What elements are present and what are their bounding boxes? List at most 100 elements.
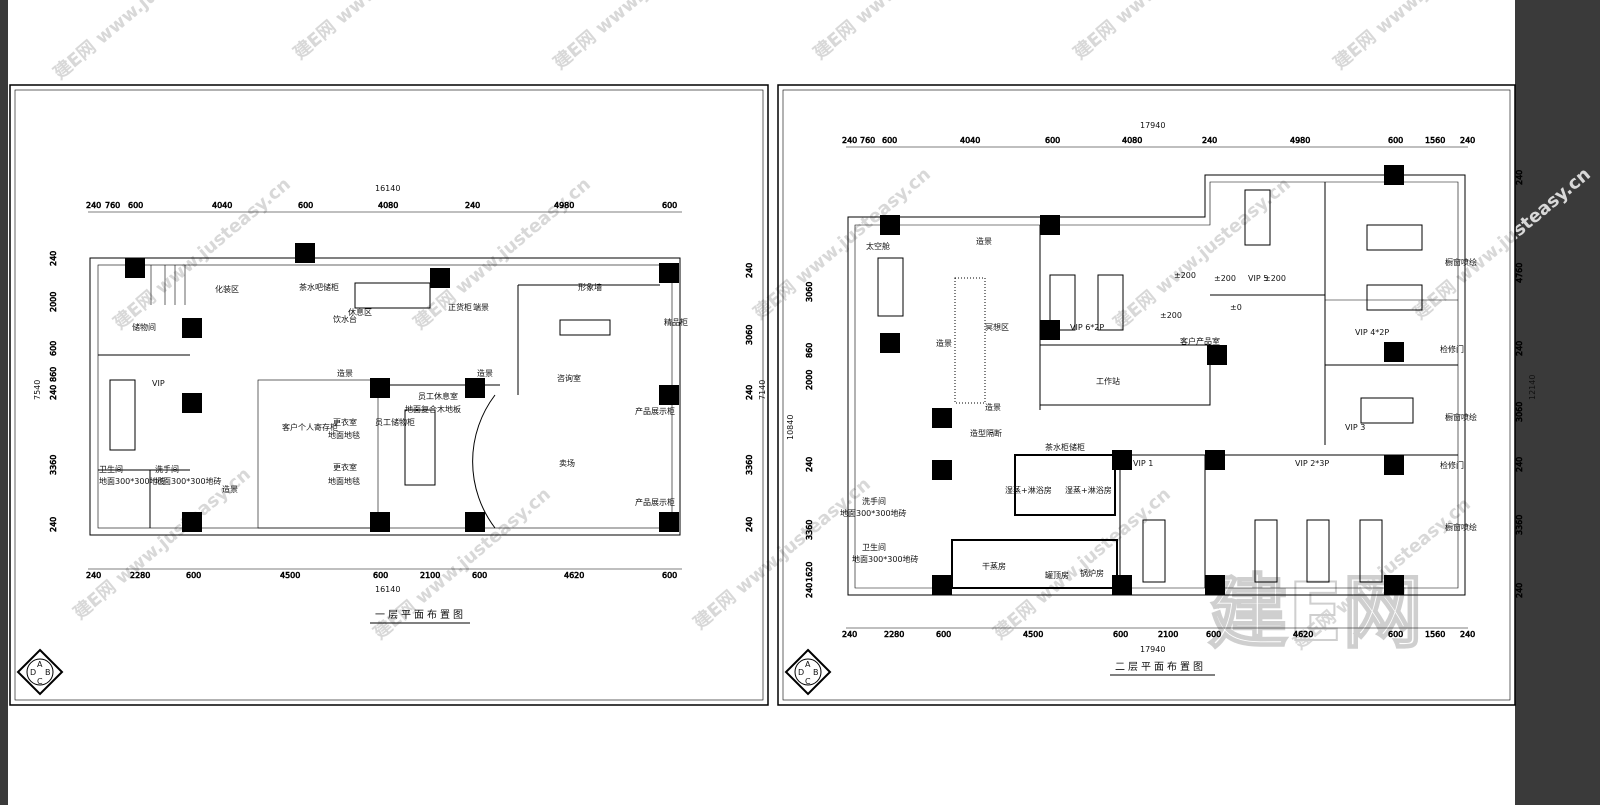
dimension-left: 2000 <box>49 292 58 312</box>
structural-column <box>1384 165 1404 185</box>
dimension-right: 4760 <box>1515 263 1524 283</box>
dimension-right: 3060 <box>745 325 754 345</box>
dimension-top: 600 <box>128 201 143 210</box>
room-label: 工作站 <box>1096 376 1120 386</box>
room-label: 茶水吧储柜 <box>299 282 339 292</box>
dimension-bottom: 600 <box>186 571 201 580</box>
room-label: 造景 <box>337 368 353 378</box>
dimension-bottom: 2100 <box>420 571 440 580</box>
room-label: ±200 <box>1160 311 1182 320</box>
dimension-right: 240 <box>1515 583 1524 598</box>
watermark-text: 建E网 www.justeasy.cn <box>549 0 735 74</box>
dimension-top: 240 <box>465 201 480 210</box>
room-label: 卫生间 <box>99 464 123 474</box>
plan1-total-bottom: 16140 <box>375 585 400 594</box>
room-label: ±200 <box>1174 271 1196 280</box>
sheet-inner-frame-left <box>14 89 764 701</box>
plan2-total-top: 17940 <box>1140 121 1165 130</box>
plan1-title: 一层平面布置图 <box>375 609 466 621</box>
room-label: 洗手间 <box>155 464 179 474</box>
structural-column <box>1207 345 1227 365</box>
room-label: 休息区 <box>348 307 372 317</box>
structural-column <box>932 575 952 595</box>
steam-rooms <box>1014 454 1116 516</box>
dimension-bottom: 2280 <box>884 630 904 639</box>
compass-letter: B <box>45 668 51 677</box>
dimension-bottom: 240 <box>842 630 857 639</box>
bed <box>1366 224 1423 251</box>
dimension-bottom: 4620 <box>1293 630 1313 639</box>
dimension-left: 3060 <box>805 282 814 302</box>
dimension-left: 3360 <box>805 520 814 540</box>
dimension-top: 4040 <box>960 136 980 145</box>
room-label: 更衣室 <box>333 462 357 472</box>
watermark-text: 建E网 www.justeasy.cn <box>1329 0 1515 74</box>
dimension-top: 1560 <box>1425 136 1445 145</box>
dimension-left: 240 <box>805 583 814 598</box>
room-label: 员工储物柜 <box>375 417 415 427</box>
structural-column <box>1384 575 1404 595</box>
structural-column <box>880 215 900 235</box>
room-label: 橱窗喷绘 <box>1445 412 1477 422</box>
room-label: 地面300*300地砖 <box>155 476 222 486</box>
watermark-text: 建E网 www.justeasy.cn <box>989 483 1175 644</box>
structural-column <box>465 378 485 398</box>
room-label: 产品展示柜 <box>635 497 675 507</box>
watermark-text: 建E网 www.justeasy.cn <box>49 0 235 84</box>
room-label: 太空舱 <box>866 241 890 251</box>
floor-plan-2 <box>847 174 1466 596</box>
room-label: ±200 <box>1264 274 1286 283</box>
plan2-total-left: 10840 <box>786 415 795 440</box>
plan1-total-top: 16140 <box>375 184 400 193</box>
sheet-frame-left <box>9 84 769 706</box>
dimension-top: 4080 <box>1122 136 1142 145</box>
structural-column <box>182 393 202 413</box>
dimension-top: 760 <box>860 136 875 145</box>
dimension-right: 3360 <box>1515 515 1524 535</box>
viewer-margin-right <box>1515 0 1600 805</box>
room-label: 造景 <box>936 338 952 348</box>
plan1-room-labels: 化装区茶水吧储柜饮水台休息区正货柜端景形象墙储物间精品柜VIP造景咨询室造景员工… <box>99 282 688 507</box>
room-label: 湿蒸+淋浴房 <box>1065 485 1112 495</box>
room-label: VIP 2*3P <box>1295 459 1329 468</box>
desk <box>559 319 611 336</box>
room-label: 咨询室 <box>557 373 581 383</box>
room-label: 造景 <box>985 402 1001 412</box>
dimension-top: 240 <box>1460 136 1475 145</box>
dimension-left: 240 <box>805 457 814 472</box>
dimension-right: 240 <box>745 385 754 400</box>
dimension-left: 600 <box>49 341 58 356</box>
room-label: 员工休息室 <box>418 391 458 401</box>
room-label: 造型隔断 <box>970 428 1002 438</box>
room-label: 洗手间 <box>862 496 886 506</box>
dimension-left: 860 <box>805 343 814 358</box>
room-label: 端景 <box>473 302 489 312</box>
plan2-columns <box>880 165 1404 595</box>
bed <box>1360 397 1414 424</box>
room-label: ±200 <box>1214 274 1236 283</box>
plan2-total-bottom: 17940 <box>1140 645 1165 654</box>
room-label: 造景 <box>222 484 238 494</box>
room-label: 造景 <box>976 236 992 246</box>
plan2-inner-wall <box>854 181 1459 589</box>
room-label: 地面300*300地砖 <box>840 508 907 518</box>
dimension-left: 1620 <box>805 562 814 582</box>
dimension-top: 4980 <box>554 201 574 210</box>
room-label: 储物间 <box>132 322 156 332</box>
dimension-top: 240 <box>842 136 857 145</box>
room-label: 形象墙 <box>578 282 602 292</box>
watermark-text: 建E网 www.justeasy.cn <box>289 0 475 64</box>
watermark-text: 建E网 www.justeasy.cn <box>1069 0 1255 64</box>
plan2-title: 二层平面布置图 <box>1115 661 1206 673</box>
structural-column <box>1384 342 1404 362</box>
bed <box>1049 274 1076 331</box>
curved-wall <box>472 394 496 529</box>
room-label: ±0 <box>1230 303 1242 312</box>
dimension-right: 240 <box>745 263 754 278</box>
room-label: 更衣室 <box>333 417 357 427</box>
sheet-frame-right <box>777 84 1516 706</box>
dimension-bottom: 600 <box>936 630 951 639</box>
